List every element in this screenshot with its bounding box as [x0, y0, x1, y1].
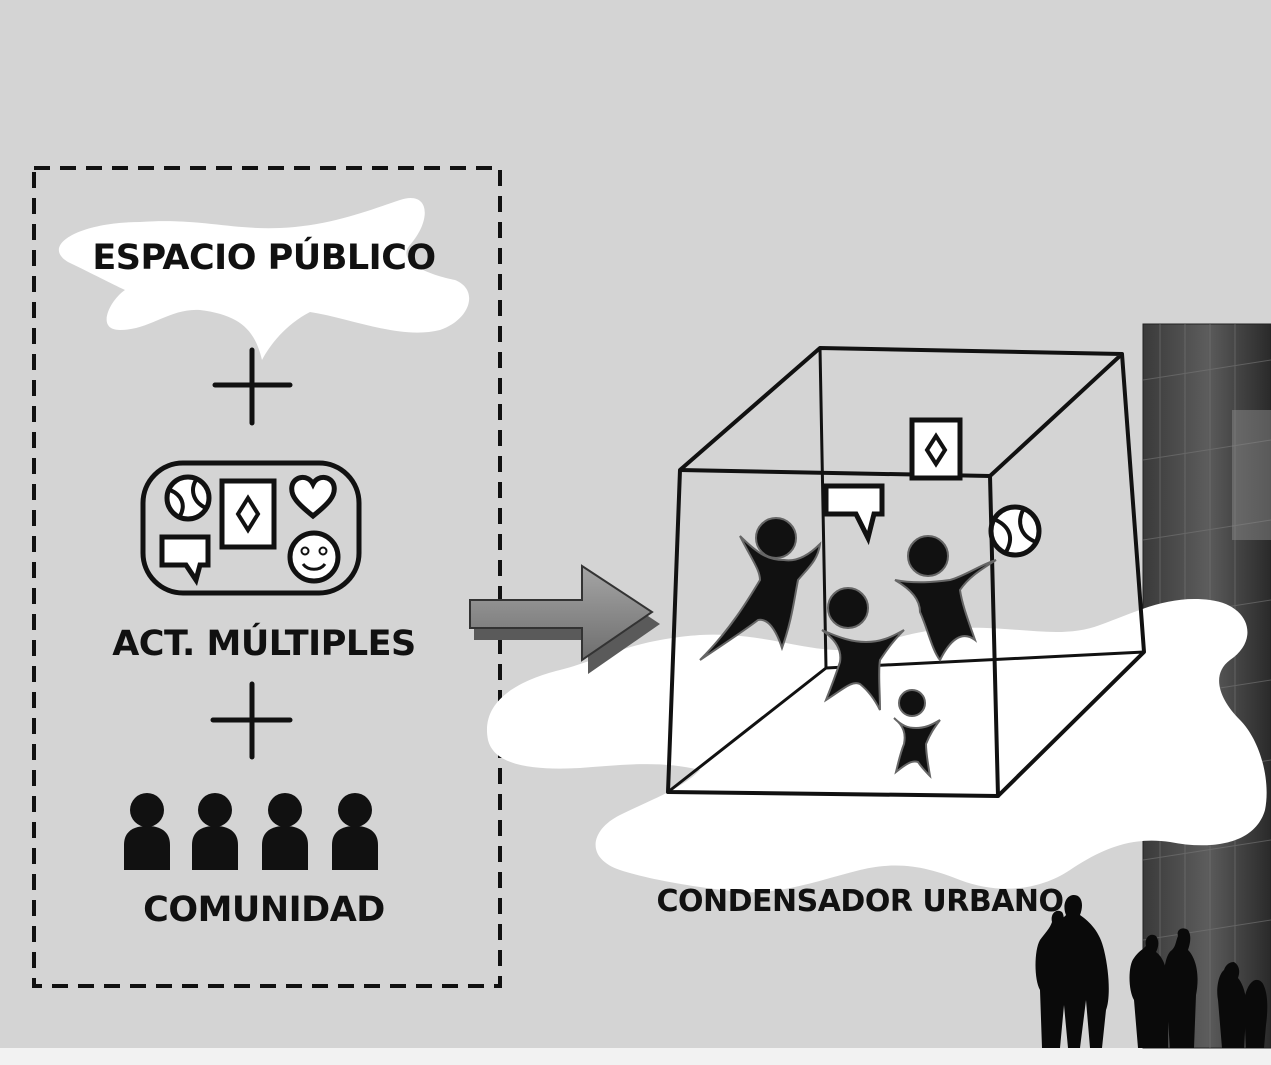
espacio-publico-blob — [58, 198, 470, 360]
person-icon — [262, 793, 308, 870]
espacio-publico-label: ESPACIO PÚBLICO — [92, 238, 436, 278]
person-icon — [699, 517, 822, 661]
person-icon — [821, 587, 905, 711]
plus-icon — [212, 347, 293, 426]
card-diamond-icon — [219, 478, 277, 550]
person-icon — [894, 535, 997, 662]
heart-icon — [289, 475, 337, 520]
card-diamond-icon — [909, 417, 963, 481]
activities-icon-group — [140, 460, 362, 596]
people-silhouettes — [1035, 895, 1268, 1048]
speech-bubble-icon — [823, 483, 885, 546]
dashed-panel — [32, 166, 502, 988]
actividades-multiples-label: ACT. MÚLTIPLES — [112, 624, 416, 664]
bottom-strip — [0, 1048, 1271, 1065]
ball-icon — [988, 504, 1042, 558]
speech-bubble-icon — [159, 534, 211, 586]
smiley-icon — [287, 530, 341, 584]
person-icon — [192, 793, 238, 870]
ball-icon — [164, 474, 212, 522]
comunidad-label: COMUNIDAD — [143, 890, 385, 930]
cube-wireframe — [666, 346, 1146, 798]
person-icon — [893, 689, 941, 779]
condensador-blob — [486, 599, 1267, 893]
plus-icon — [210, 681, 293, 760]
community-people-icon — [124, 793, 378, 870]
person-icon — [332, 793, 378, 870]
cube-people-icon — [699, 517, 997, 779]
person-icon — [124, 793, 170, 870]
arrow-icon — [469, 564, 660, 674]
condensador-urbano-label: CONDENSADOR URBANO — [656, 884, 1064, 919]
